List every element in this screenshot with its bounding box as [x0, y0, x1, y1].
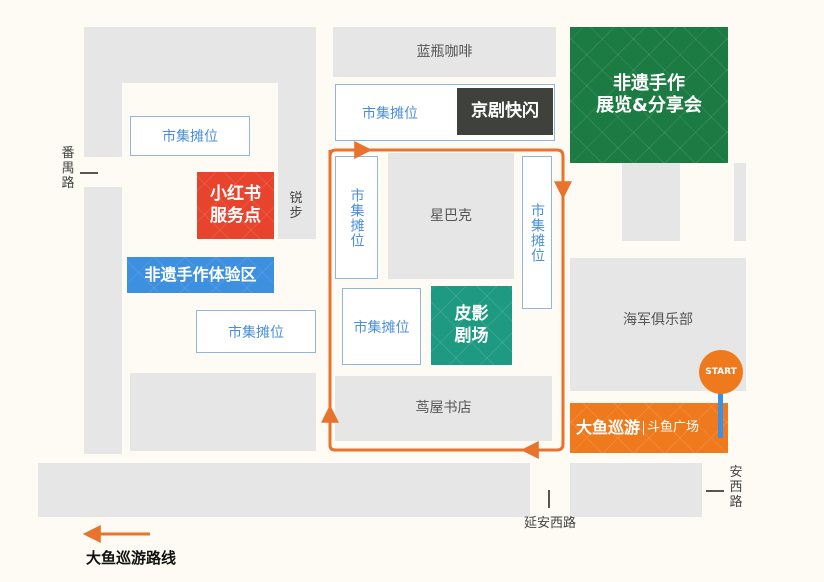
heritage-experience-zone: 非遗手作体验区: [127, 257, 274, 293]
block-starbucks: [388, 153, 514, 279]
tour-sub-label: 斗鱼广场: [647, 419, 700, 435]
start-pole: [718, 382, 723, 438]
tsutaya-label: 茑屋书店: [415, 399, 472, 416]
stall-center-bottom: 市集摊位: [342, 288, 421, 365]
road-yanan-west-label: 延安西路: [523, 516, 576, 531]
road-yanan-tick: [548, 490, 550, 508]
tour-main-label: 大鱼巡游: [576, 418, 641, 437]
block-left-mid: [84, 187, 122, 454]
block-right-gap: [622, 163, 680, 241]
xiaohongshu-service-point: 小红书 服务点: [197, 172, 274, 239]
block-left-bottom: [130, 373, 316, 451]
block-bottom-long: [38, 463, 530, 517]
tour-route-loop: [328, 148, 565, 452]
road-panyu-tick: [80, 172, 98, 174]
legend-label: 大鱼巡游路线: [86, 549, 177, 567]
block-ruibu: [278, 27, 316, 239]
navy-club-label: 海军俱乐部: [623, 311, 693, 328]
stall-left-top: 市集摊位: [130, 116, 250, 156]
heritage-exhibition-sharing: 非遗手作 展览&分享会: [570, 27, 728, 163]
start-label: START: [705, 366, 737, 377]
tour-divider: [643, 421, 645, 435]
road-anxi-label: 安 西 路: [729, 465, 743, 510]
start-marker: START: [699, 350, 743, 394]
stall-left-bottom: 市集摊位: [196, 310, 316, 353]
starbucks-label: 星巴克: [430, 207, 472, 224]
road-anxi-tick: [706, 490, 724, 492]
block-right-edge: [734, 163, 746, 241]
block-tsutaya: [335, 376, 552, 441]
big-fish-tour-plaza: 大鱼巡游 斗鱼广场: [570, 403, 728, 453]
lanping-coffee-label: 蓝瓶咖啡: [416, 43, 473, 60]
peking-opera-flash: 京剧快闪: [457, 88, 553, 135]
shadow-puppet-theatre: 皮影 剧场: [431, 286, 512, 365]
stall-center-right-vertical: 市集摊位: [522, 156, 552, 309]
block-bottom-right: [570, 463, 702, 517]
block-lanping: [333, 27, 556, 77]
stall-center-left-vertical: 市集摊位: [335, 156, 378, 279]
block-left-strip: [84, 27, 122, 157]
road-ruibu-label: 锐 步: [289, 191, 303, 221]
road-panyu-label: 番 禺 路: [61, 146, 75, 191]
